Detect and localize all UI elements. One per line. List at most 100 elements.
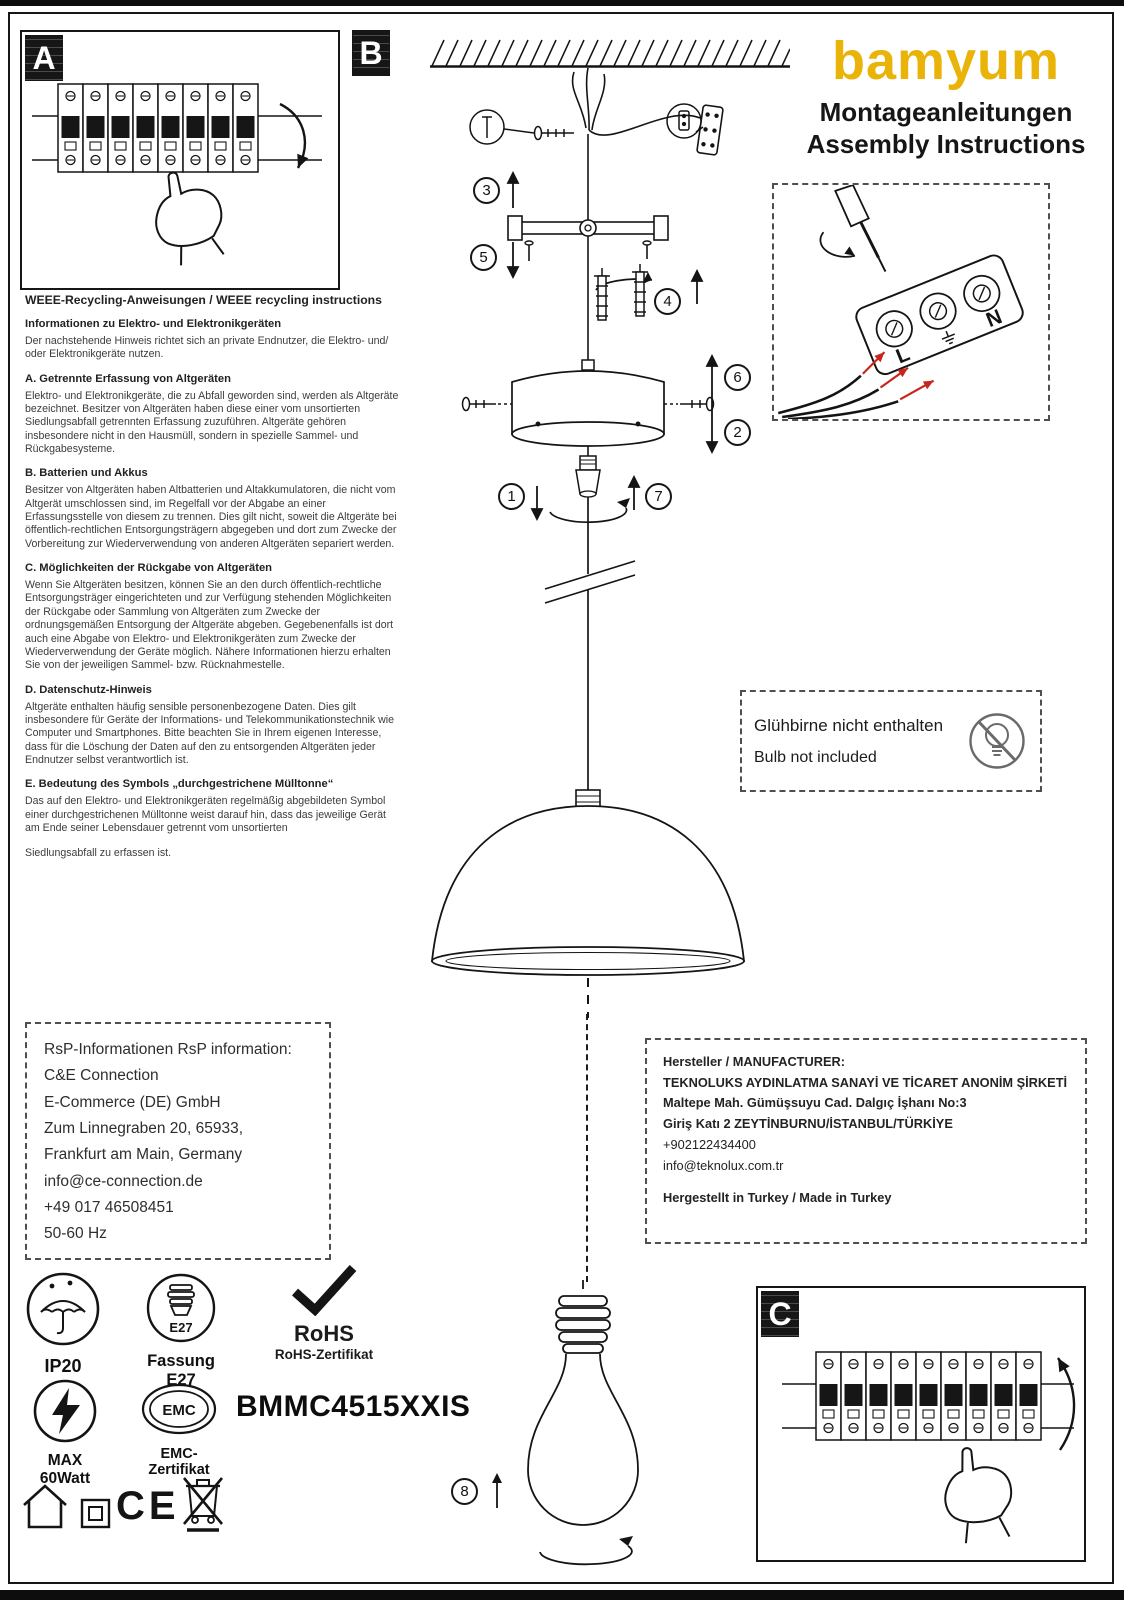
rsp-line: E-Commerce (DE) GmbH <box>44 1093 221 1111</box>
weee-section-c-heading: C. Möglichkeiten der Rückgabe von Altger… <box>25 562 272 575</box>
subtitle-english: Assembly Instructions <box>806 128 1086 159</box>
step-1-badge: 1 <box>498 483 525 510</box>
twist-arrow <box>549 507 628 524</box>
bulb-note-english: Bulb not included <box>754 748 877 766</box>
rsp-phone: +49 017 46508451 <box>44 1199 174 1217</box>
screwdriver-icon <box>834 185 870 228</box>
panel-c-label: C <box>761 1291 799 1337</box>
product-code: BMMC4515XXIS <box>236 1390 471 1423</box>
emc-badge-icon: EMC <box>141 1383 217 1435</box>
step-arrows <box>506 170 719 522</box>
rohs-certificate: RoHS RoHS-Zertifikat <box>266 1262 382 1362</box>
weee-section-b-heading: B. Batterien und Akkus <box>25 467 148 480</box>
emc-certificate: EMC EMC-Zertifikat <box>134 1382 224 1478</box>
step-8-badge: 8 <box>451 1478 478 1505</box>
terminal-block: L N <box>855 254 1024 376</box>
weee-section-d-text: Altgeräte enthalten häufig sensible pers… <box>25 700 395 766</box>
step-3-badge: 3 <box>473 177 500 204</box>
weee-footer-text: Siedlungsabfall zu erfassen ist. <box>25 847 172 860</box>
no-bulb-icon <box>969 713 1025 769</box>
weee-recycling-instructions: WEEE-Recycling-Anweisungen / WEEE recycl… <box>25 293 399 925</box>
panel-a-label: A <box>25 35 63 81</box>
pendant-lamp-assembly-diagram <box>430 67 746 1018</box>
rsp-line: Zum Linnegraben 20, 65933, <box>44 1120 244 1138</box>
max-watt-label: MAX 60Watt <box>39 1452 91 1487</box>
rsp-information-box: RsP-Informationen RsP information: C&E C… <box>25 1022 331 1260</box>
e27-socket: E27 Fassung E27 <box>138 1272 224 1390</box>
manufacturer-company: TEKNOLUKS AYDINLATMA SANAYİ VE TİCARET A… <box>663 1074 1068 1090</box>
terminal-wiring-inset: L N <box>772 183 1050 421</box>
weee-section-c-text: Wenn Sie Altgeräten besitzen, können Sie… <box>25 579 394 672</box>
double-insulation-icon <box>80 1498 111 1529</box>
weee-crossed-bin-icon <box>182 1477 224 1532</box>
step-2-badge: 2 <box>724 419 751 446</box>
ceiling-wire <box>571 71 587 129</box>
ip20-rating: IP20 <box>24 1270 102 1377</box>
scan-edge-bottom <box>0 1590 1124 1600</box>
weee-intro-text: Der nachstehende Hinweis richtet sich an… <box>25 335 389 361</box>
pendant-cable <box>544 498 636 792</box>
cord-grip <box>575 455 601 498</box>
mounting-bracket <box>507 215 669 261</box>
weee-title: WEEE-Recycling-Anweisungen / WEEE recycl… <box>25 293 382 307</box>
subtitle-german: Montageanleitungen <box>819 97 1073 127</box>
indoor-use-house-icon <box>23 1484 67 1529</box>
rsp-line: C&E Connection <box>44 1067 159 1085</box>
step-6-badge: 6 <box>724 364 751 391</box>
weee-section-e-heading: E. Bedeutung des Symbols „durchgestriche… <box>25 778 334 791</box>
lamp-shade <box>430 789 746 976</box>
checkmark-icon <box>291 1264 357 1317</box>
made-in-line: Hergestellt in Turkey / Made in Turkey <box>663 1190 892 1206</box>
ceiling-hatch <box>430 39 790 68</box>
terminal-wiring-drawing: L N <box>777 185 1024 419</box>
max-wattage: MAX 60Watt <box>22 1378 108 1488</box>
e27-socket-icon: E27 <box>146 1273 216 1343</box>
manufacturer-phone: +902122434400 <box>663 1136 756 1152</box>
pointing-hand-icon <box>155 171 225 266</box>
curved-arrow-up <box>1057 1357 1076 1451</box>
ce-mark: CE <box>116 1484 180 1528</box>
lightning-bolt-icon <box>33 1379 97 1443</box>
rsp-email: info@ce-connection.de <box>44 1172 203 1190</box>
page-frame <box>8 12 1114 1584</box>
brand-logo: bamyum <box>831 31 1061 91</box>
weee-section-d-heading: D. Datenschutz-Hinweis <box>25 683 152 696</box>
supply-wires <box>777 374 899 419</box>
ip20-umbrella-icon <box>26 1272 100 1346</box>
terminal-connector <box>696 104 724 156</box>
rohs-subtitle: RoHS-Zertifikat <box>274 1347 374 1362</box>
connector-detail-callout <box>666 103 704 139</box>
ground-symbol-icon <box>941 330 956 345</box>
emc-badge-text: EMC <box>162 1402 196 1419</box>
weee-section-b-text: Besitzer von Altgeräten haben Altbatteri… <box>25 484 397 550</box>
weee-section-a-text: Elektro- und Elektronikgeräte, die zu Ab… <box>25 389 399 456</box>
bulb-install-drawing <box>492 1280 639 1566</box>
manufacturer-email: info@teknolux.com.tr <box>663 1157 784 1173</box>
manufacturer-address-2: Giriş Katı 2 ZEYTİNBURNU/İSTANBUL/TÜRKİY… <box>663 1116 953 1132</box>
panel-a: A <box>20 30 340 290</box>
weee-section-a-heading: A. Getrennte Erfassung von Altgeräten <box>25 372 231 385</box>
manufacturer-heading: Hersteller / MANUFACTURER: <box>663 1054 846 1069</box>
bulb-alignment-dashed-line <box>586 1014 588 1282</box>
ceiling-canopy <box>511 359 665 447</box>
step-5-badge: 5 <box>470 244 497 271</box>
canopy-side-screws <box>461 396 715 412</box>
pointing-hand-icon <box>944 1447 1013 1544</box>
weee-section-e-text: Das auf den Elektro- und Elektronikgerät… <box>25 795 386 834</box>
rsp-frequency: 50-60 Hz <box>44 1225 107 1243</box>
rsp-line: RsP-Informationen RsP information: <box>44 1041 292 1058</box>
breaker-switch-off-illustration <box>32 83 322 266</box>
rohs-title: RoHS <box>294 1321 354 1346</box>
panel-b-label: B <box>352 30 390 76</box>
bulb-note-german: Glühbirne nicht enthalten <box>754 715 944 735</box>
manufacturer-box: Hersteller / MANUFACTURER: TEKNOLUKS AYD… <box>645 1038 1087 1244</box>
panel-c: C <box>756 1286 1086 1562</box>
rsp-line: Frankfurt am Main, Germany <box>44 1146 243 1164</box>
emc-label: EMC-Zertifikat <box>148 1446 210 1478</box>
breaker-switch-on-illustration <box>782 1351 1076 1544</box>
e27-badge-text: E27 <box>169 1320 192 1335</box>
ip20-label: IP20 <box>44 1356 82 1376</box>
screw-detail-callout <box>469 109 574 145</box>
scan-edge-top <box>0 0 1124 6</box>
weee-intro-heading: Informationen zu Elektro- und Elektronik… <box>25 318 282 330</box>
